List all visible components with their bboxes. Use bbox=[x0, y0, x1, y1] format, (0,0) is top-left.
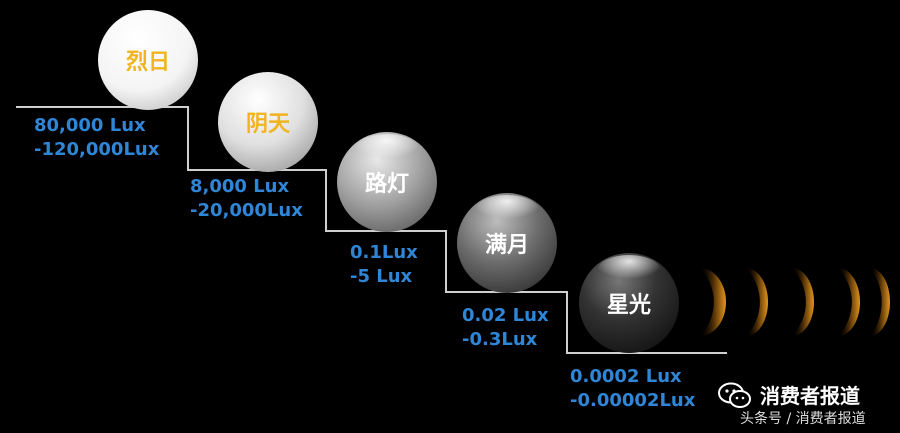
lux-range-sunlight: 80,000 Lux -120,000Lux bbox=[34, 114, 159, 162]
watermark-account-name: 消费者报道 bbox=[760, 384, 860, 408]
lux-max-starlight: -0.00002Lux bbox=[570, 390, 696, 411]
lux-max-overcast: -20,000Lux bbox=[190, 200, 303, 221]
orb-label-starlight: 星光 bbox=[606, 293, 652, 318]
orb-label-streetlight: 路灯 bbox=[364, 172, 410, 197]
crescent-moon-3 bbox=[792, 268, 814, 336]
crescent-moons bbox=[700, 268, 890, 336]
lux-range-overcast: 8,000 Lux -20,000Lux bbox=[190, 175, 303, 223]
crescent-moon-5 bbox=[870, 268, 890, 336]
wechat-icon bbox=[718, 382, 751, 408]
orb-label-sunlight: 烈日 bbox=[125, 50, 171, 75]
watermark-source: 头条号 / 消费者报道 bbox=[740, 411, 866, 427]
lux-min-full-moon: 0.02 Lux bbox=[462, 305, 549, 326]
crescent-moon-4 bbox=[838, 268, 860, 336]
lux-max-sunlight: -120,000Lux bbox=[34, 139, 160, 160]
lux-range-starlight: 0.0002 Lux -0.00002Lux bbox=[570, 365, 695, 413]
lux-max-full-moon: -0.3Lux bbox=[462, 329, 538, 350]
crescent-moon-2 bbox=[746, 268, 768, 336]
lux-max-streetlight: -5 Lux bbox=[350, 266, 413, 287]
lux-min-streetlight: 0.1Lux bbox=[350, 242, 418, 263]
light-orbs bbox=[98, 10, 679, 353]
crescent-moon-1 bbox=[700, 268, 726, 336]
orb-overcast bbox=[218, 72, 318, 172]
watermark: 消费者报道 头条号 / 消费者报道 bbox=[718, 376, 898, 432]
orb-label-overcast: 阴天 bbox=[245, 112, 291, 137]
lux-range-streetlight: 0.1Lux -5 Lux bbox=[350, 241, 418, 289]
lux-min-overcast: 8,000 Lux bbox=[190, 176, 290, 197]
orb-label-full-moon: 满月 bbox=[484, 233, 530, 258]
lux-range-full-moon: 0.02 Lux -0.3Lux bbox=[462, 304, 549, 352]
orb-sunlight bbox=[98, 10, 198, 110]
lux-min-starlight: 0.0002 Lux bbox=[570, 366, 682, 387]
lux-min-sunlight: 80,000 Lux bbox=[34, 115, 146, 136]
